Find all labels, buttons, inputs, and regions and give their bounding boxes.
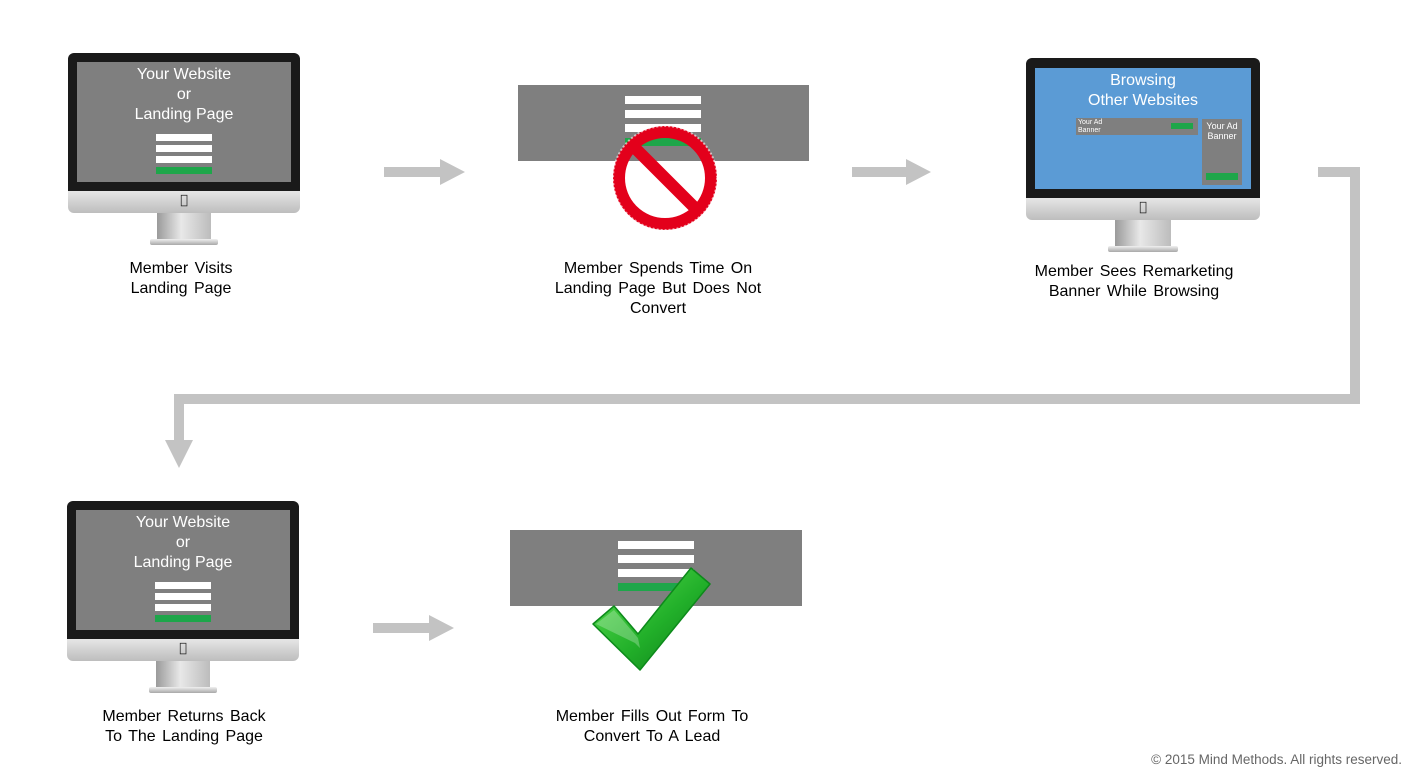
form-line (156, 145, 212, 152)
form-line (618, 569, 694, 577)
step4-screen: Your Website or Landing Page (76, 510, 290, 630)
step3-imac: Browsing Other Websites Your Ad Banner Y… (1026, 58, 1260, 253)
step1-screen: Your Website or Landing Page (77, 62, 291, 182)
step3-screen-title-line1: Browsing (1110, 72, 1176, 89)
step3-screen-title-line2: Other Websites (1088, 92, 1198, 109)
step2-label: Member Spends Time On Landing Page But D… (554, 260, 762, 317)
apple-icon:  (174, 193, 194, 208)
form-submit-bar (625, 138, 701, 146)
form-line (155, 593, 211, 600)
form-line (625, 96, 701, 104)
step4-screen-title-line1: Your Website (135, 514, 231, 531)
arrow-step3-to-step4 (174, 167, 1360, 442)
form-submit-bar (618, 583, 694, 591)
form-line (155, 604, 211, 611)
step3-screen: Browsing Other Websites Your Ad Banner Y… (1035, 68, 1251, 189)
form-line (618, 555, 694, 563)
arrow-step4-to-step5 (373, 615, 454, 641)
apple-icon:  (173, 641, 193, 656)
horizontal-ad-banner: Your Ad Banner (1076, 118, 1198, 135)
step1-screen-title-line3: Landing Page (134, 106, 234, 123)
step4-screen-title-line2: or (175, 534, 191, 551)
step4-screen-title-line3: Landing Page (133, 554, 233, 571)
step3-label: Member Sees Remarketing Banner While Bro… (1034, 263, 1234, 300)
step1-imac: Your Website or Landing Page  (68, 53, 300, 246)
step1-label: Member Visits Landing Page (129, 260, 233, 297)
form-line (156, 156, 212, 163)
step5-form-strip (510, 530, 802, 606)
step1-screen-title-line1: Your Website (136, 66, 232, 83)
arrow-step2-to-step3 (852, 159, 931, 185)
form-line (625, 110, 701, 118)
form-line (156, 134, 212, 141)
step4-label: Member Returns Back To The Landing Page (102, 708, 266, 745)
form-submit-bar (155, 615, 211, 622)
arrow-step3-to-step4-head (165, 440, 193, 468)
copyright-text: © 2015 Mind Methods. All rights reserved… (1151, 752, 1402, 767)
ad-button (1171, 123, 1193, 129)
form-line (618, 541, 694, 549)
apple-icon:  (1133, 200, 1153, 215)
vertical-ad-banner: Your Ad Banner (1202, 119, 1242, 185)
ad-button (1206, 173, 1238, 180)
form-submit-bar (156, 167, 212, 174)
prohibition-icon (612, 125, 718, 231)
step5-label: Member Fills Out Form To Convert To A Le… (555, 708, 749, 745)
step1-screen-title-line2: or (176, 86, 192, 103)
arrow-step1-to-step2 (384, 159, 465, 185)
step4-imac: Your Website or Landing Page  (67, 501, 299, 694)
form-line (155, 582, 211, 589)
checkmark-icon (592, 567, 711, 671)
